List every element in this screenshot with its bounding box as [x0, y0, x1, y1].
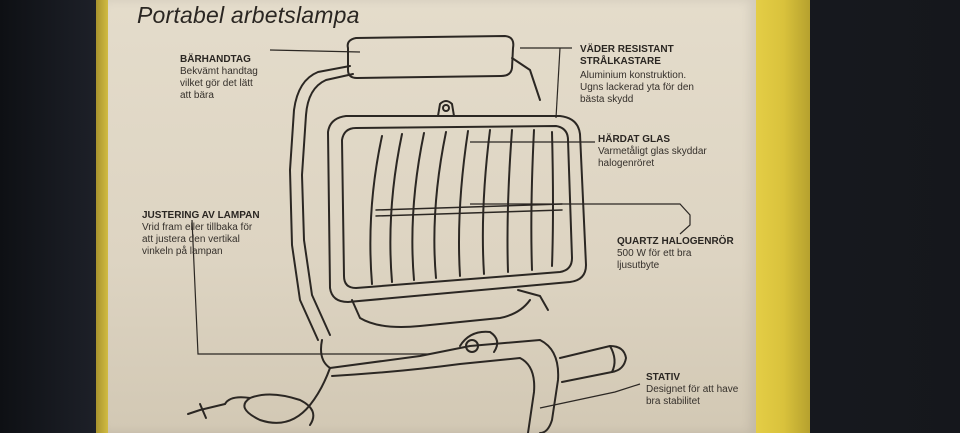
power-cord [243, 367, 331, 426]
label-justering-desc: Vrid fram eller tillbaka för att justera… [142, 222, 253, 257]
frame-left [289, 65, 351, 341]
packaging-card [108, 0, 756, 433]
label-barhandtag-desc: Bekvämt handtag vilket gör det lätt att … [180, 66, 258, 101]
label-stativ-heading: STATIV [646, 372, 681, 383]
box-side-edge [96, 0, 110, 433]
label-quartz-desc: 500 W för ett bra ljusutbyte [617, 248, 692, 271]
label-quartz-heading: QUARTZ HALOGENRÖR [617, 236, 734, 247]
lamp-housing [327, 115, 587, 303]
label-hardat-heading: HÄRDAT GLAS [598, 134, 671, 145]
product-title: Portabel arbetslampa [137, 2, 360, 28]
label-hardat-desc: Varmetåligt glas skyddar halogenröret [598, 146, 707, 169]
label-vader-heading: VÄDER RESISTANT STRÅLKASTARE [580, 44, 674, 67]
carry-handle-shape [346, 35, 515, 79]
label-barhandtag-heading: BÄRHANDTAG [180, 54, 251, 65]
label-stativ-desc: Designet för att have bra stabilitet [646, 384, 739, 407]
label-justering-heading: JUSTERING AV LAMPAN [142, 210, 260, 221]
label-vader-desc: Aluminium konstruktion. Ugns lackerad yt… [580, 70, 694, 105]
stand-shape [320, 339, 560, 433]
